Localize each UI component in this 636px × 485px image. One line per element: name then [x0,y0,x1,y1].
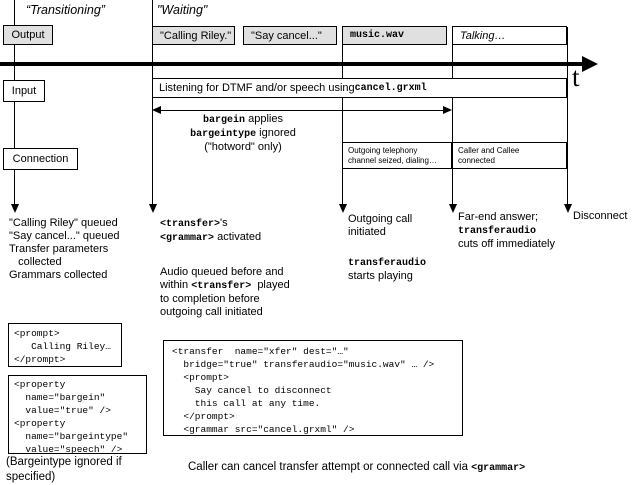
code-transferaudio: transferaudio [348,258,427,269]
time-axis [0,62,584,66]
code-box-transfer: <transfer name="xfer" dest="…" bridge="t… [163,340,463,436]
time-axis-label: t [572,62,580,92]
down-arrow-icon [339,204,347,213]
code-transfer-tag: <transfer> [160,219,221,230]
listening-text: Listening for DTMF and/or speech using [159,82,355,94]
code-box-prompt: <prompt> Calling Riley… </prompt> [8,323,122,367]
bargein-note: bargein applies bargeintype ignored ("ho… [143,113,343,154]
caption-bargeintype-ignored: (Bargeintype ignored if specified) [6,456,125,483]
row-label-connection: Connection [3,148,78,170]
event-far-end-answer: Far-end answer; transferaudio cuts off i… [458,211,568,251]
event-text: Audio queued before and within [160,266,284,291]
event-outgoing-call-initiated: Outgoing call initiated [348,213,413,238]
event-text: played to completion before outgoing cal… [160,279,290,318]
bargein-note-line3: ("hotword" only) [204,141,282,153]
output-box-music-wav: music.wav [342,26,447,45]
right-arrow-icon [443,106,452,114]
time-axis-arrow-icon [582,56,598,72]
marker-line-call-initiated-upper [342,27,343,78]
code-bargeintype: bargeintype [190,129,257,140]
down-arrow-icon [449,204,457,213]
event-text: cuts off immediately [458,238,556,250]
event-audio-queued: Audio queued before and within <transfer… [160,266,335,319]
output-box-talking: Talking… [452,26,567,45]
code-grammar-tag: <grammar> [160,233,215,244]
connection-box-connected: Caller and Callee connected [452,142,567,169]
phase-label-waiting: "Waiting" [157,3,208,17]
bargein-span-arrow [160,110,444,111]
code-box-property: <property name="bargein" value="true" />… [8,375,147,455]
bargein-note-line2: bargeintype ignored [143,127,343,141]
event-disconnect: Disconnect [573,210,628,222]
event-prompts-queued: "Calling Riley" queued "Say cancel..." q… [9,217,120,281]
output-box-calling-riley: "Calling Riley." [152,26,235,45]
marker-line-grammar-activated [152,0,153,205]
bargein-note-text1: applies [245,113,283,125]
left-arrow-icon [152,106,161,114]
bargein-note-text2: ignored [256,127,296,139]
code-grammar-tag: <grammar> [471,463,526,474]
row-label-input: Input [3,80,45,102]
marker-line-queued [14,0,15,205]
caption-caller-can-cancel: Caller can cancel transfer attempt or co… [188,461,525,474]
marker-line-disconnect [567,27,568,205]
event-text: Far-end answer; [458,211,539,223]
code-cancel-grxml: cancel.grxml [354,82,427,94]
input-listening-box: Listening for DTMF and/or speech using c… [152,78,567,98]
bargein-note-line1: bargein applies [143,113,343,127]
event-text: 's [220,217,228,229]
code-bargein: bargein [203,115,246,126]
connection-box-outgoing: Outgoing telephony channel seized, diali… [342,142,452,169]
caption-text: Caller can cancel transfer attempt or co… [188,461,472,473]
phase-label-transitioning: “Transitioning” [26,3,105,17]
down-arrow-icon [149,204,157,213]
code-transferaudio: transferaudio [458,226,537,237]
event-transferaudio-starts: transferaudio starts playing [348,256,458,283]
down-arrow-icon [11,204,19,213]
event-text: starts playing [348,270,413,282]
row-label-output: Output [3,25,53,45]
marker-line-far-end-answer-upper [452,27,453,78]
code-transfer-tag: <transfer> [191,281,252,292]
event-grammar-activated: <transfer>'s <grammar> activated [160,217,330,245]
event-text: activated [214,231,262,243]
down-arrow-icon [564,204,572,213]
output-box-say-cancel: "Say cancel..." [243,26,337,45]
